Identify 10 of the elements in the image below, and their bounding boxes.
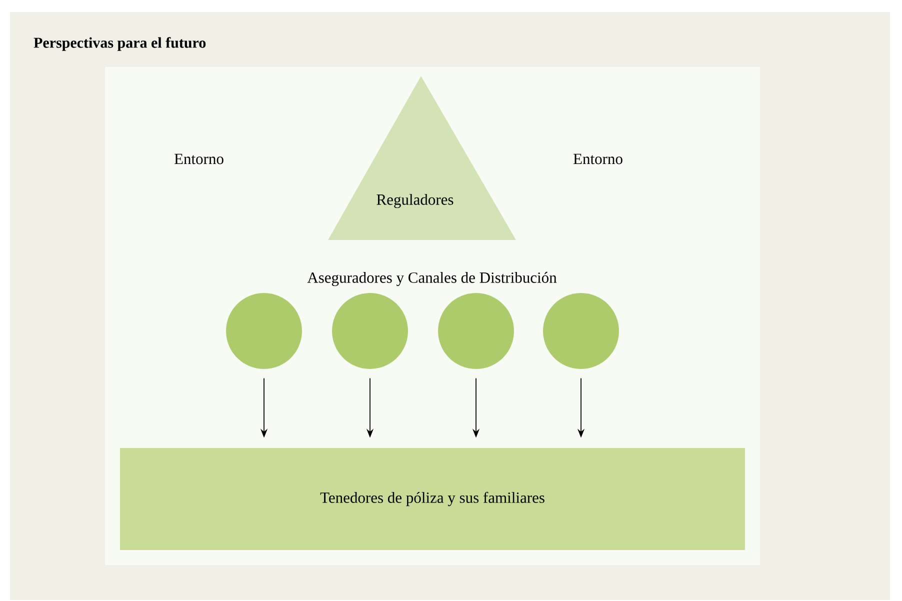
title: Perspectivas para el futuro [34, 37, 206, 51]
circle [332, 293, 408, 369]
triangle: Reguladores [328, 76, 516, 240]
bar-box: Tenedores de póliza y sus familiares [120, 448, 745, 550]
label: Entorno [573, 154, 622, 164]
label: Entorno [174, 154, 224, 164]
label: Aseguradores y Canales de Distribución [307, 272, 557, 286]
circle [438, 293, 514, 369]
circle [543, 293, 619, 369]
circle [226, 293, 302, 369]
